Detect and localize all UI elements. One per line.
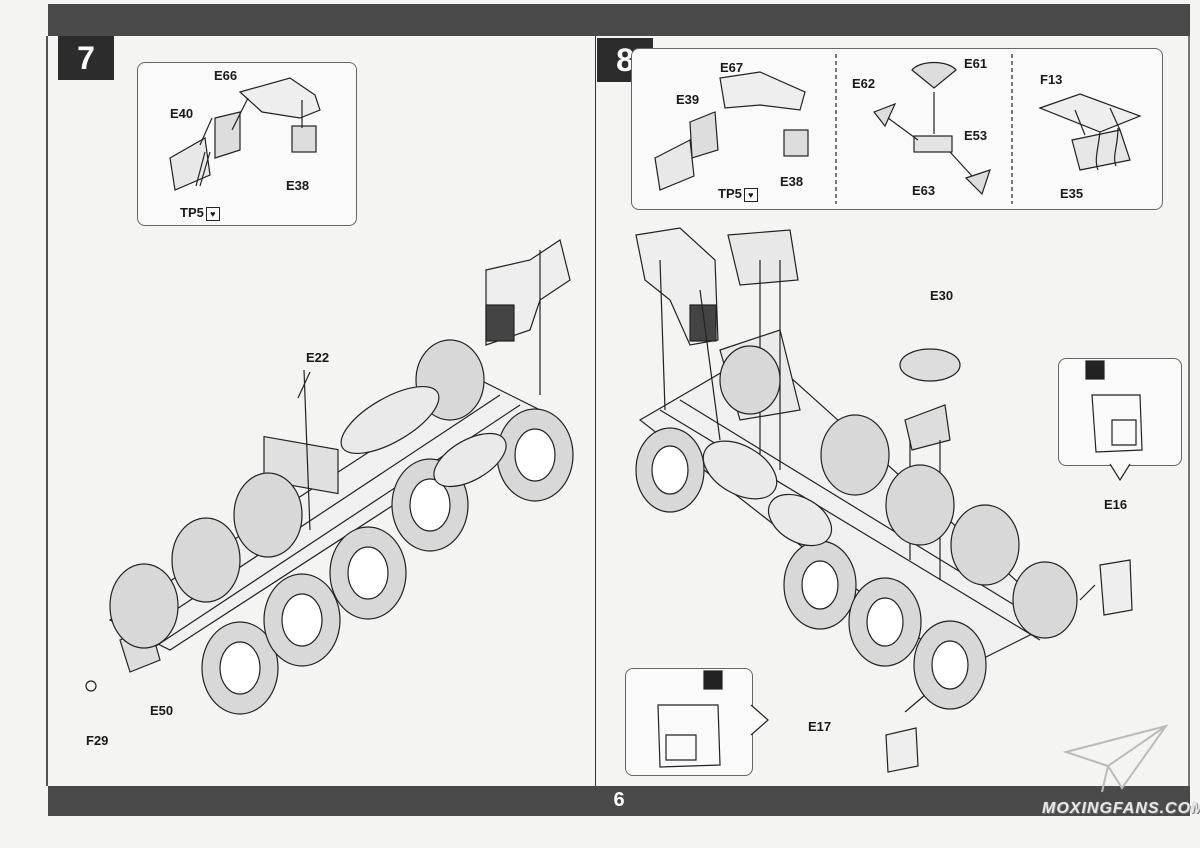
paper-plane-logo [1062,724,1169,793]
step-7-label-e66: E66 [214,68,238,83]
step-7-label-e50: E50 [150,703,174,718]
step-7-label-tp5: TP5♥ [180,205,220,221]
top-bar [48,4,1190,36]
step-8-label-e63: E63 [912,183,936,198]
heart-cement-icon: ♥ [743,187,758,202]
step-8-label-f13: F13 [1040,72,1063,87]
bottom-bar: 6 [48,786,1190,816]
step-8-callout-bottom [625,668,753,776]
step-7-label-e40: E40 [170,106,194,121]
step-7-label-f29: F29 [86,733,109,748]
step-8-label-e67: E67 [720,60,744,75]
step-8-label-e17: E17 [808,719,832,734]
right-edge [1188,36,1190,786]
step-7-label-e38: E38 [286,178,310,193]
step-8-callout-right [1058,358,1182,466]
step-8-label-e39: E39 [676,92,700,107]
step-8-label-e35: E35 [1060,186,1084,201]
step-8-label-e30: E30 [930,288,954,303]
step-8-label-e62: E62 [852,76,876,91]
step-8-label-e61: E61 [964,56,988,71]
heart-cement-icon: ♥ [205,206,220,221]
step-8-label-e53: E53 [964,128,988,143]
step-7-badge: 7 [58,36,114,80]
left-edge [46,36,48,786]
step-8-detail-box [631,48,1163,210]
step-8-label-e38: E38 [780,174,804,189]
watermark-text: MOXINGFANS.COM [1042,800,1200,817]
step-8-label-tp5: TP5♥ [718,186,758,202]
page-number: 6 [613,789,625,811]
page-divider [595,36,596,786]
step-7-detail-box [137,62,357,226]
step-8-label-e16: E16 [1104,497,1128,512]
step-7-label-e22: E22 [306,350,330,365]
